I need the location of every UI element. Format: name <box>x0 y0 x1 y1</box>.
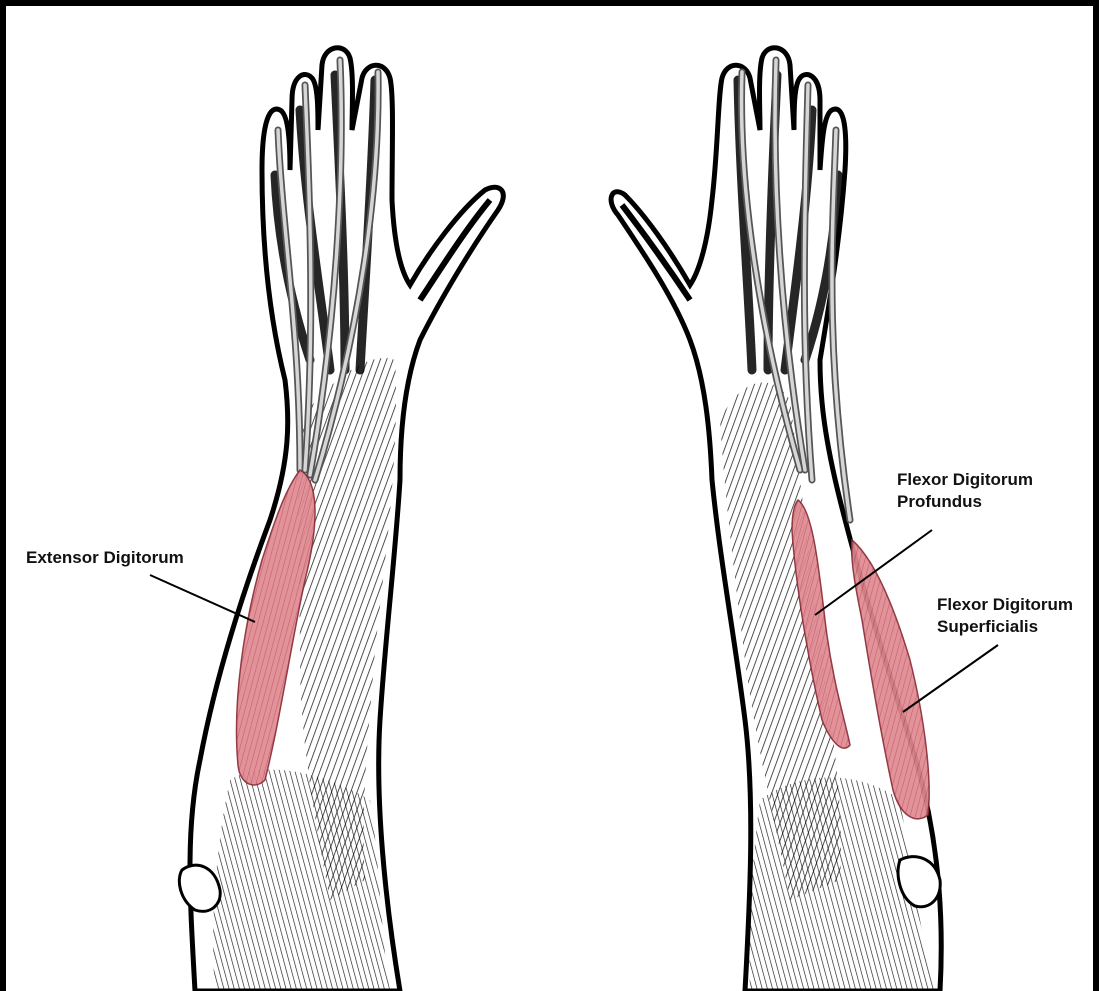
fds-leader-line <box>903 645 998 712</box>
label-flexor-digitorum-superficialis: Flexor Digitorum Superficialis <box>937 594 1073 638</box>
label-fdp-line1: Flexor Digitorum <box>897 469 1033 491</box>
label-fdp-line2: Profundus <box>897 491 1033 513</box>
label-fds-line2: Superficialis <box>937 616 1073 638</box>
label-extensor-digitorum: Extensor Digitorum <box>26 547 184 569</box>
right-thumb <box>622 205 690 300</box>
left-upper-arm-muscles <box>213 770 390 991</box>
right-arm <box>611 48 941 991</box>
label-flexor-digitorum-profundus: Flexor Digitorum Profundus <box>897 469 1033 513</box>
left-arm <box>179 48 503 991</box>
label-fds-line1: Flexor Digitorum <box>937 594 1073 616</box>
extensor-leader-line <box>150 575 255 622</box>
